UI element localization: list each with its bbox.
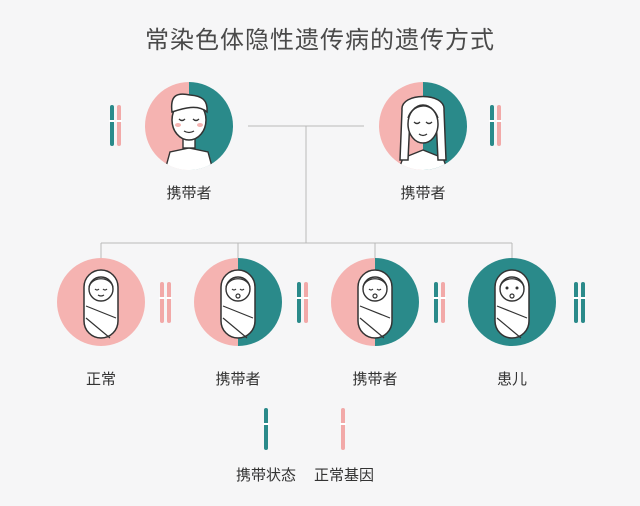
- child-4-label: 患儿: [496, 370, 527, 388]
- father-avatar: [145, 82, 233, 170]
- child-3-label: 携带者: [352, 370, 398, 388]
- child-2-avatar: [194, 258, 282, 346]
- legend-carrier-label: 携带状态: [235, 466, 296, 484]
- father-label: 携带者: [166, 184, 212, 202]
- child-3-chromosomes: [433, 282, 446, 323]
- child-1-label: 正常: [85, 370, 116, 388]
- child-1-chromosomes: [159, 282, 172, 323]
- legend-normal-label: 正常基因: [313, 466, 374, 484]
- mother-avatar: [379, 82, 467, 170]
- diagram-title: 常染色体隐性遗传病的遗传方式: [145, 26, 495, 54]
- tree-lines: [100, 125, 513, 258]
- legend-normal-chromosome: [340, 408, 346, 450]
- child-2-label: 携带者: [215, 370, 261, 388]
- child-1-avatar: [57, 258, 145, 346]
- child-4-avatar: [468, 258, 556, 346]
- child-3-avatar: [331, 258, 419, 346]
- father-chromosomes: [109, 105, 122, 146]
- mother-chromosomes: [489, 105, 502, 146]
- mother-label: 携带者: [400, 184, 446, 202]
- child-2-chromosomes: [296, 282, 309, 323]
- legend-carrier-chromosome: [263, 408, 269, 450]
- child-4-chromosomes: [573, 282, 586, 323]
